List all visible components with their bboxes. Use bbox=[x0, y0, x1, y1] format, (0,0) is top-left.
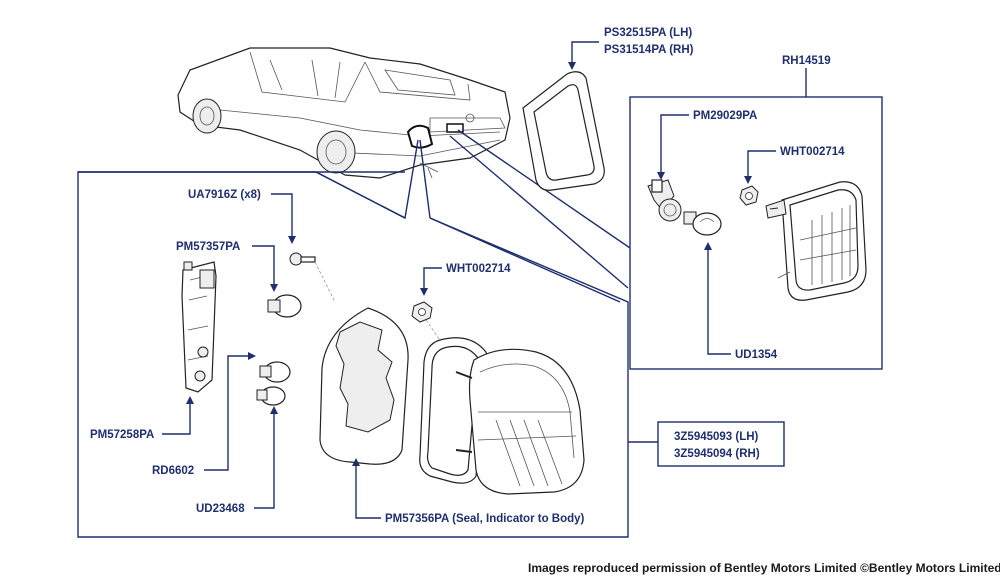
label-pm29029: PM29029PA bbox=[693, 110, 757, 122]
label-wht002714-left: WHT002714 bbox=[446, 263, 511, 275]
bulb-carrier-part bbox=[181, 261, 217, 393]
seal-part bbox=[319, 307, 409, 465]
bulb-part-rd6602 bbox=[259, 361, 291, 383]
lamp-part-number-box bbox=[657, 421, 785, 467]
label-rd6602: RD6602 bbox=[152, 465, 194, 477]
bulb-part-pm57357 bbox=[267, 294, 302, 318]
label-ps32515: PS32515PA (LH) bbox=[604, 27, 692, 39]
label-wht002714-right: WHT002714 bbox=[780, 146, 845, 158]
label-lamp-rh: 3Z5945094 (RH) bbox=[674, 448, 760, 460]
bulb-holder-part bbox=[647, 179, 682, 222]
bulb-part-ud23468 bbox=[256, 386, 286, 406]
copyright-footer: Images reproduced permission of Bentley … bbox=[528, 561, 1000, 575]
number-plate-lamp-box bbox=[629, 96, 883, 370]
label-pm57357: PM57357PA bbox=[176, 241, 240, 253]
tail-lamp-part bbox=[455, 348, 585, 495]
screw-part bbox=[289, 252, 316, 266]
bulb-part-ud1354 bbox=[683, 211, 722, 236]
label-ud1354: UD1354 bbox=[735, 349, 778, 361]
number-plate-lamp-part bbox=[765, 181, 867, 301]
label-pm57258: PM57258PA bbox=[90, 429, 154, 441]
label-ud23468: UD23468 bbox=[196, 503, 245, 515]
label-ua7916: UA7916Z (x8) bbox=[188, 189, 261, 201]
label-pm57356: PM57356PA (Seal, Indicator to Body) bbox=[385, 513, 585, 525]
nut-part-right bbox=[739, 185, 759, 206]
label-ps31514: PS31514PA (RH) bbox=[604, 44, 694, 56]
lamp-assembly-box bbox=[77, 171, 629, 538]
label-rh14519: RH14519 bbox=[782, 55, 831, 67]
label-lamp-lh: 3Z5945093 (LH) bbox=[674, 431, 759, 443]
car-illustration bbox=[177, 47, 511, 179]
callout-leaders bbox=[162, 41, 807, 519]
gasket-part bbox=[522, 71, 605, 191]
nut-part-left bbox=[411, 301, 433, 323]
